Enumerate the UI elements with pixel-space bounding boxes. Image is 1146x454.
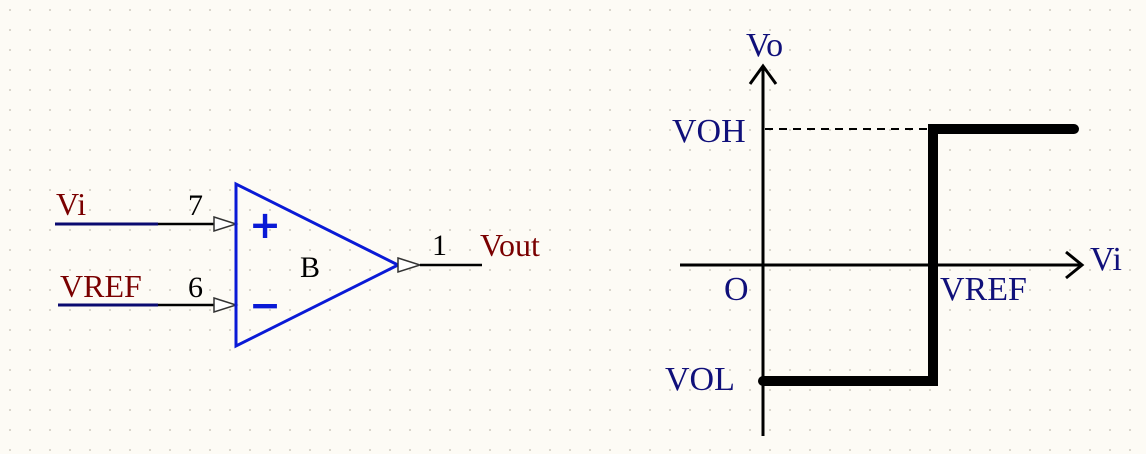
vol-label: VOL [665, 361, 735, 398]
pin-1-number: 1 [432, 229, 447, 262]
transfer-curve [758, 124, 1079, 386]
pin-6-number: 6 [188, 271, 203, 304]
pin-7-arrow [213, 215, 239, 233]
x-axis-label: Vi [1090, 241, 1122, 278]
pin-7-number: 7 [188, 189, 203, 222]
y-axis-label: Vo [746, 27, 783, 64]
comparator-triangle [234, 181, 402, 349]
origin-label: O [724, 271, 749, 308]
pin-6-arrow [213, 296, 239, 314]
pin-1-arrow [397, 256, 423, 274]
y-axis-arrowhead [748, 63, 778, 85]
vi-net-label: Vi [56, 186, 86, 222]
minus-sign: − [249, 283, 281, 327]
x-axis-arrowhead [1065, 250, 1085, 280]
component-designator: B [300, 251, 320, 284]
transfer-characteristic-graph: Vo Vi O VOH VOL VREF [665, 27, 1122, 436]
vref-net-label: VREF [60, 268, 142, 304]
vref-threshold-label: VREF [940, 271, 1027, 308]
voh-label: VOH [672, 113, 746, 150]
comparator-schematic: Vi 7 VREF 6 + − B 1 Vout [55, 181, 540, 349]
plus-sign: + [249, 203, 281, 247]
vout-net-label: Vout [480, 227, 540, 263]
